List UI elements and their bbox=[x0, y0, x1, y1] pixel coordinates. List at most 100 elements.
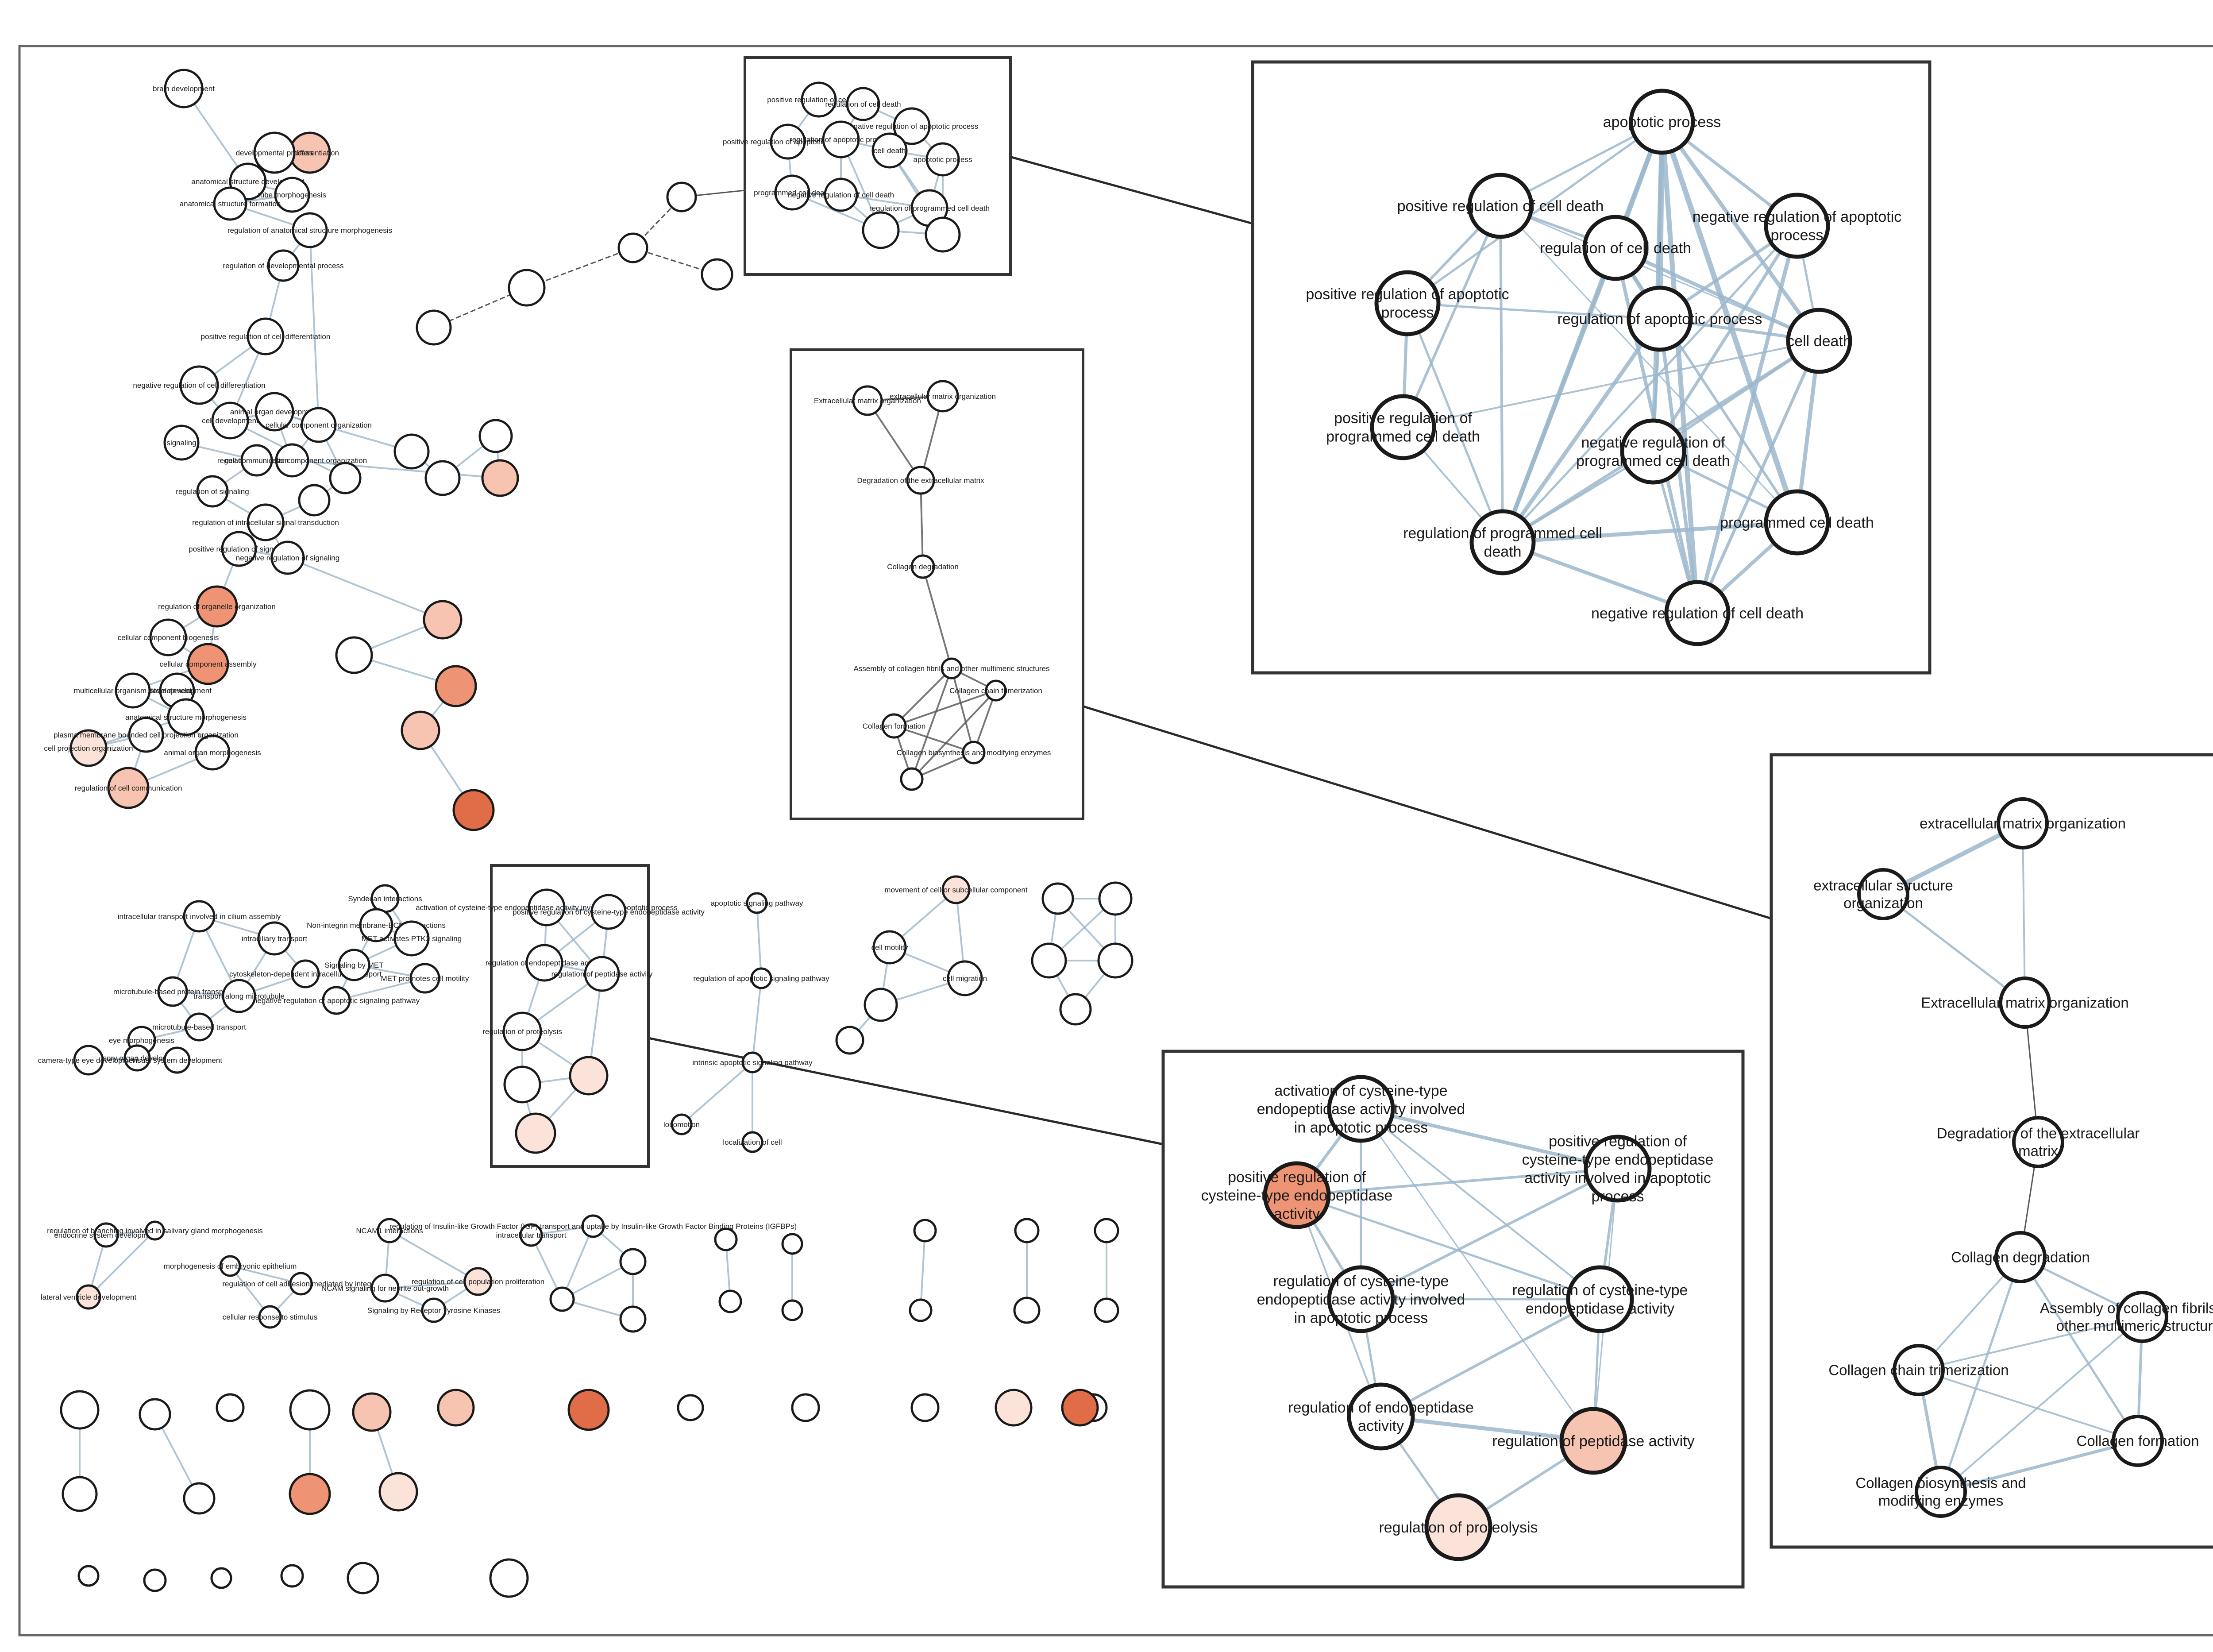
overview-node[interactable]: cellular component organization bbox=[266, 407, 372, 443]
overview-node[interactable]: lateral ventricle development bbox=[41, 1284, 137, 1310]
overview-node[interactable]: positive regulation of cysteine-type end… bbox=[513, 894, 705, 930]
overview-node[interactable] bbox=[1098, 881, 1133, 916]
overview-node[interactable] bbox=[1031, 942, 1067, 979]
overview-node[interactable]: regulation of developmental process bbox=[223, 249, 344, 282]
overview-node[interactable] bbox=[1094, 1297, 1119, 1323]
overview-node[interactable]: endocrine system development bbox=[54, 1222, 158, 1248]
overview-node[interactable] bbox=[289, 1389, 331, 1431]
overview-node[interactable] bbox=[378, 1472, 418, 1512]
node-programmed-cell-death[interactable]: programmed cell death bbox=[1720, 489, 1874, 556]
overview-node[interactable]: Collagen chain trimerization bbox=[949, 679, 1042, 702]
node-positive-regulation-of-cell-death[interactable]: positive regulation of cell death bbox=[1397, 173, 1604, 239]
overview-node[interactable]: regulation of peptidase activity bbox=[551, 956, 653, 992]
overview-node[interactable]: programmed cell death bbox=[754, 174, 831, 211]
overview-node[interactable] bbox=[280, 1564, 304, 1588]
overview-node[interactable]: NCAM signaling for neurite out-growth bbox=[321, 1274, 449, 1303]
overview-node[interactable] bbox=[416, 309, 452, 346]
overview-node[interactable]: camera-type eye development bbox=[38, 1045, 139, 1076]
overview-node[interactable] bbox=[489, 1558, 529, 1598]
overview-node[interactable]: tube morphogenesis bbox=[258, 177, 326, 213]
overview-node[interactable] bbox=[183, 1482, 216, 1515]
node-regulation-of-peptidase-activity[interactable]: regulation of peptidase activity bbox=[1492, 1407, 1695, 1475]
node-regulation-of-cell-death[interactable]: regulation of cell death bbox=[1540, 215, 1691, 281]
overview-node[interactable] bbox=[77, 1565, 100, 1587]
overview-node[interactable]: anatomical structure morphogenesis bbox=[125, 698, 247, 736]
overview-node[interactable]: positive regulation of apoptotic process bbox=[723, 124, 853, 160]
overview-node[interactable]: microtubule-based transport bbox=[152, 1012, 246, 1042]
overview-node[interactable]: Collagen degradation bbox=[887, 554, 959, 579]
overview-node[interactable] bbox=[913, 1219, 937, 1243]
overview-node[interactable] bbox=[714, 1227, 738, 1251]
overview-node[interactable]: microtubule-based protein transport bbox=[113, 976, 232, 1007]
overview-node[interactable] bbox=[347, 1562, 379, 1594]
overview-node[interactable]: visual system development bbox=[132, 1046, 222, 1074]
overview-node[interactable]: cellular response to stimulus bbox=[223, 1305, 317, 1329]
overview-node[interactable]: Signaling by Receptor Tyrosine Kinases bbox=[367, 1297, 500, 1323]
overview-node[interactable]: animal organ morphogenesis bbox=[164, 734, 261, 771]
overview-node[interactable]: regulation of apoptotic signaling pathwa… bbox=[693, 967, 829, 989]
node-regulation-of-apoptotic-process[interactable]: regulation of apoptotic process bbox=[1557, 286, 1762, 352]
overview-node[interactable]: locomotion bbox=[663, 1113, 700, 1135]
overview-node[interactable]: intraciliary transport bbox=[242, 921, 308, 956]
overview-node[interactable]: sensory organ development bbox=[91, 1044, 184, 1072]
overview-node[interactable]: transport along microtubule bbox=[193, 979, 285, 1013]
overview-node[interactable]: positive regulation of signaling bbox=[189, 531, 289, 567]
overview-node[interactable]: plasma membrane bounded cell projection … bbox=[54, 717, 239, 753]
overview-node[interactable]: extracellular matrix organization bbox=[890, 380, 996, 413]
node-collagen-degradation[interactable]: Collagen degradation bbox=[1951, 1231, 2090, 1283]
overview-node[interactable]: regulation of cell death bbox=[825, 87, 901, 121]
overview-node[interactable] bbox=[1059, 993, 1092, 1026]
overview-node[interactable]: brain development bbox=[153, 69, 215, 108]
overview-node[interactable] bbox=[481, 459, 519, 497]
overview-node[interactable]: Extracellular matrix organization bbox=[814, 385, 921, 416]
overview-node[interactable]: intrinsic apoptotic signaling pathway bbox=[692, 1051, 813, 1073]
overview-node[interactable] bbox=[515, 1112, 556, 1154]
overview-node[interactable]: negative regulation of cell death bbox=[788, 178, 894, 212]
overview-node[interactable]: regulation of cellular component organiz… bbox=[217, 443, 367, 478]
overview-node[interactable]: regulation of endopeptidase activity bbox=[486, 944, 604, 982]
overview-node[interactable]: Degradation of the extracellular matrix bbox=[857, 466, 984, 495]
overview-node[interactable] bbox=[781, 1233, 803, 1255]
overview-node[interactable]: positive regulation of cell differentiat… bbox=[201, 317, 331, 355]
overview-node[interactable] bbox=[925, 216, 961, 253]
overview-node[interactable] bbox=[503, 1065, 541, 1104]
overview-node[interactable]: cell development bbox=[202, 401, 258, 440]
overview-node[interactable] bbox=[617, 232, 648, 263]
overview-node[interactable]: cellular component biogenesis bbox=[118, 618, 219, 656]
overview-node[interactable]: movement of cell or subcellular componen… bbox=[884, 875, 1028, 904]
overview-node[interactable]: signaling bbox=[163, 425, 200, 461]
overview-node[interactable]: cell migration bbox=[943, 960, 987, 996]
overview-node[interactable]: MET activates PTK2 signaling bbox=[362, 920, 462, 957]
overview-node[interactable]: intracellular transport involved in cili… bbox=[118, 900, 281, 933]
overview-node[interactable]: cell projection organization bbox=[44, 729, 133, 767]
overview-node[interactable] bbox=[864, 988, 898, 1022]
overview-node[interactable]: Syndecan interactions bbox=[348, 884, 422, 913]
overview-node[interactable]: regulation of programmed cell death bbox=[869, 189, 990, 227]
overview-node[interactable] bbox=[1013, 1297, 1041, 1324]
overview-node[interactable] bbox=[569, 1056, 609, 1096]
overview-node[interactable] bbox=[1061, 1389, 1099, 1427]
overview-node[interactable] bbox=[567, 1389, 610, 1431]
overview-node[interactable] bbox=[677, 1394, 704, 1421]
overview-node[interactable]: negative regulation of apoptotic process bbox=[845, 107, 979, 145]
overview-node[interactable] bbox=[701, 258, 733, 291]
overview-node[interactable] bbox=[718, 1289, 742, 1313]
node-extracellular-matrix-organization[interactable]: Extracellular matrix organization bbox=[1921, 977, 2129, 1029]
overview-node[interactable] bbox=[298, 484, 331, 517]
overview-node[interactable] bbox=[862, 211, 900, 249]
overview-node[interactable]: regulation of cell adhesion mediated by … bbox=[222, 1272, 380, 1296]
overview-node[interactable] bbox=[1041, 882, 1074, 915]
overview-node[interactable] bbox=[508, 269, 546, 307]
overview-node[interactable] bbox=[452, 789, 495, 831]
overview-node[interactable] bbox=[995, 1389, 1033, 1427]
overview-node[interactable]: regulation of organelle organization bbox=[158, 585, 276, 628]
overview-node[interactable]: regulation of anatomical structure morph… bbox=[227, 212, 392, 248]
overview-node[interactable] bbox=[435, 665, 477, 707]
